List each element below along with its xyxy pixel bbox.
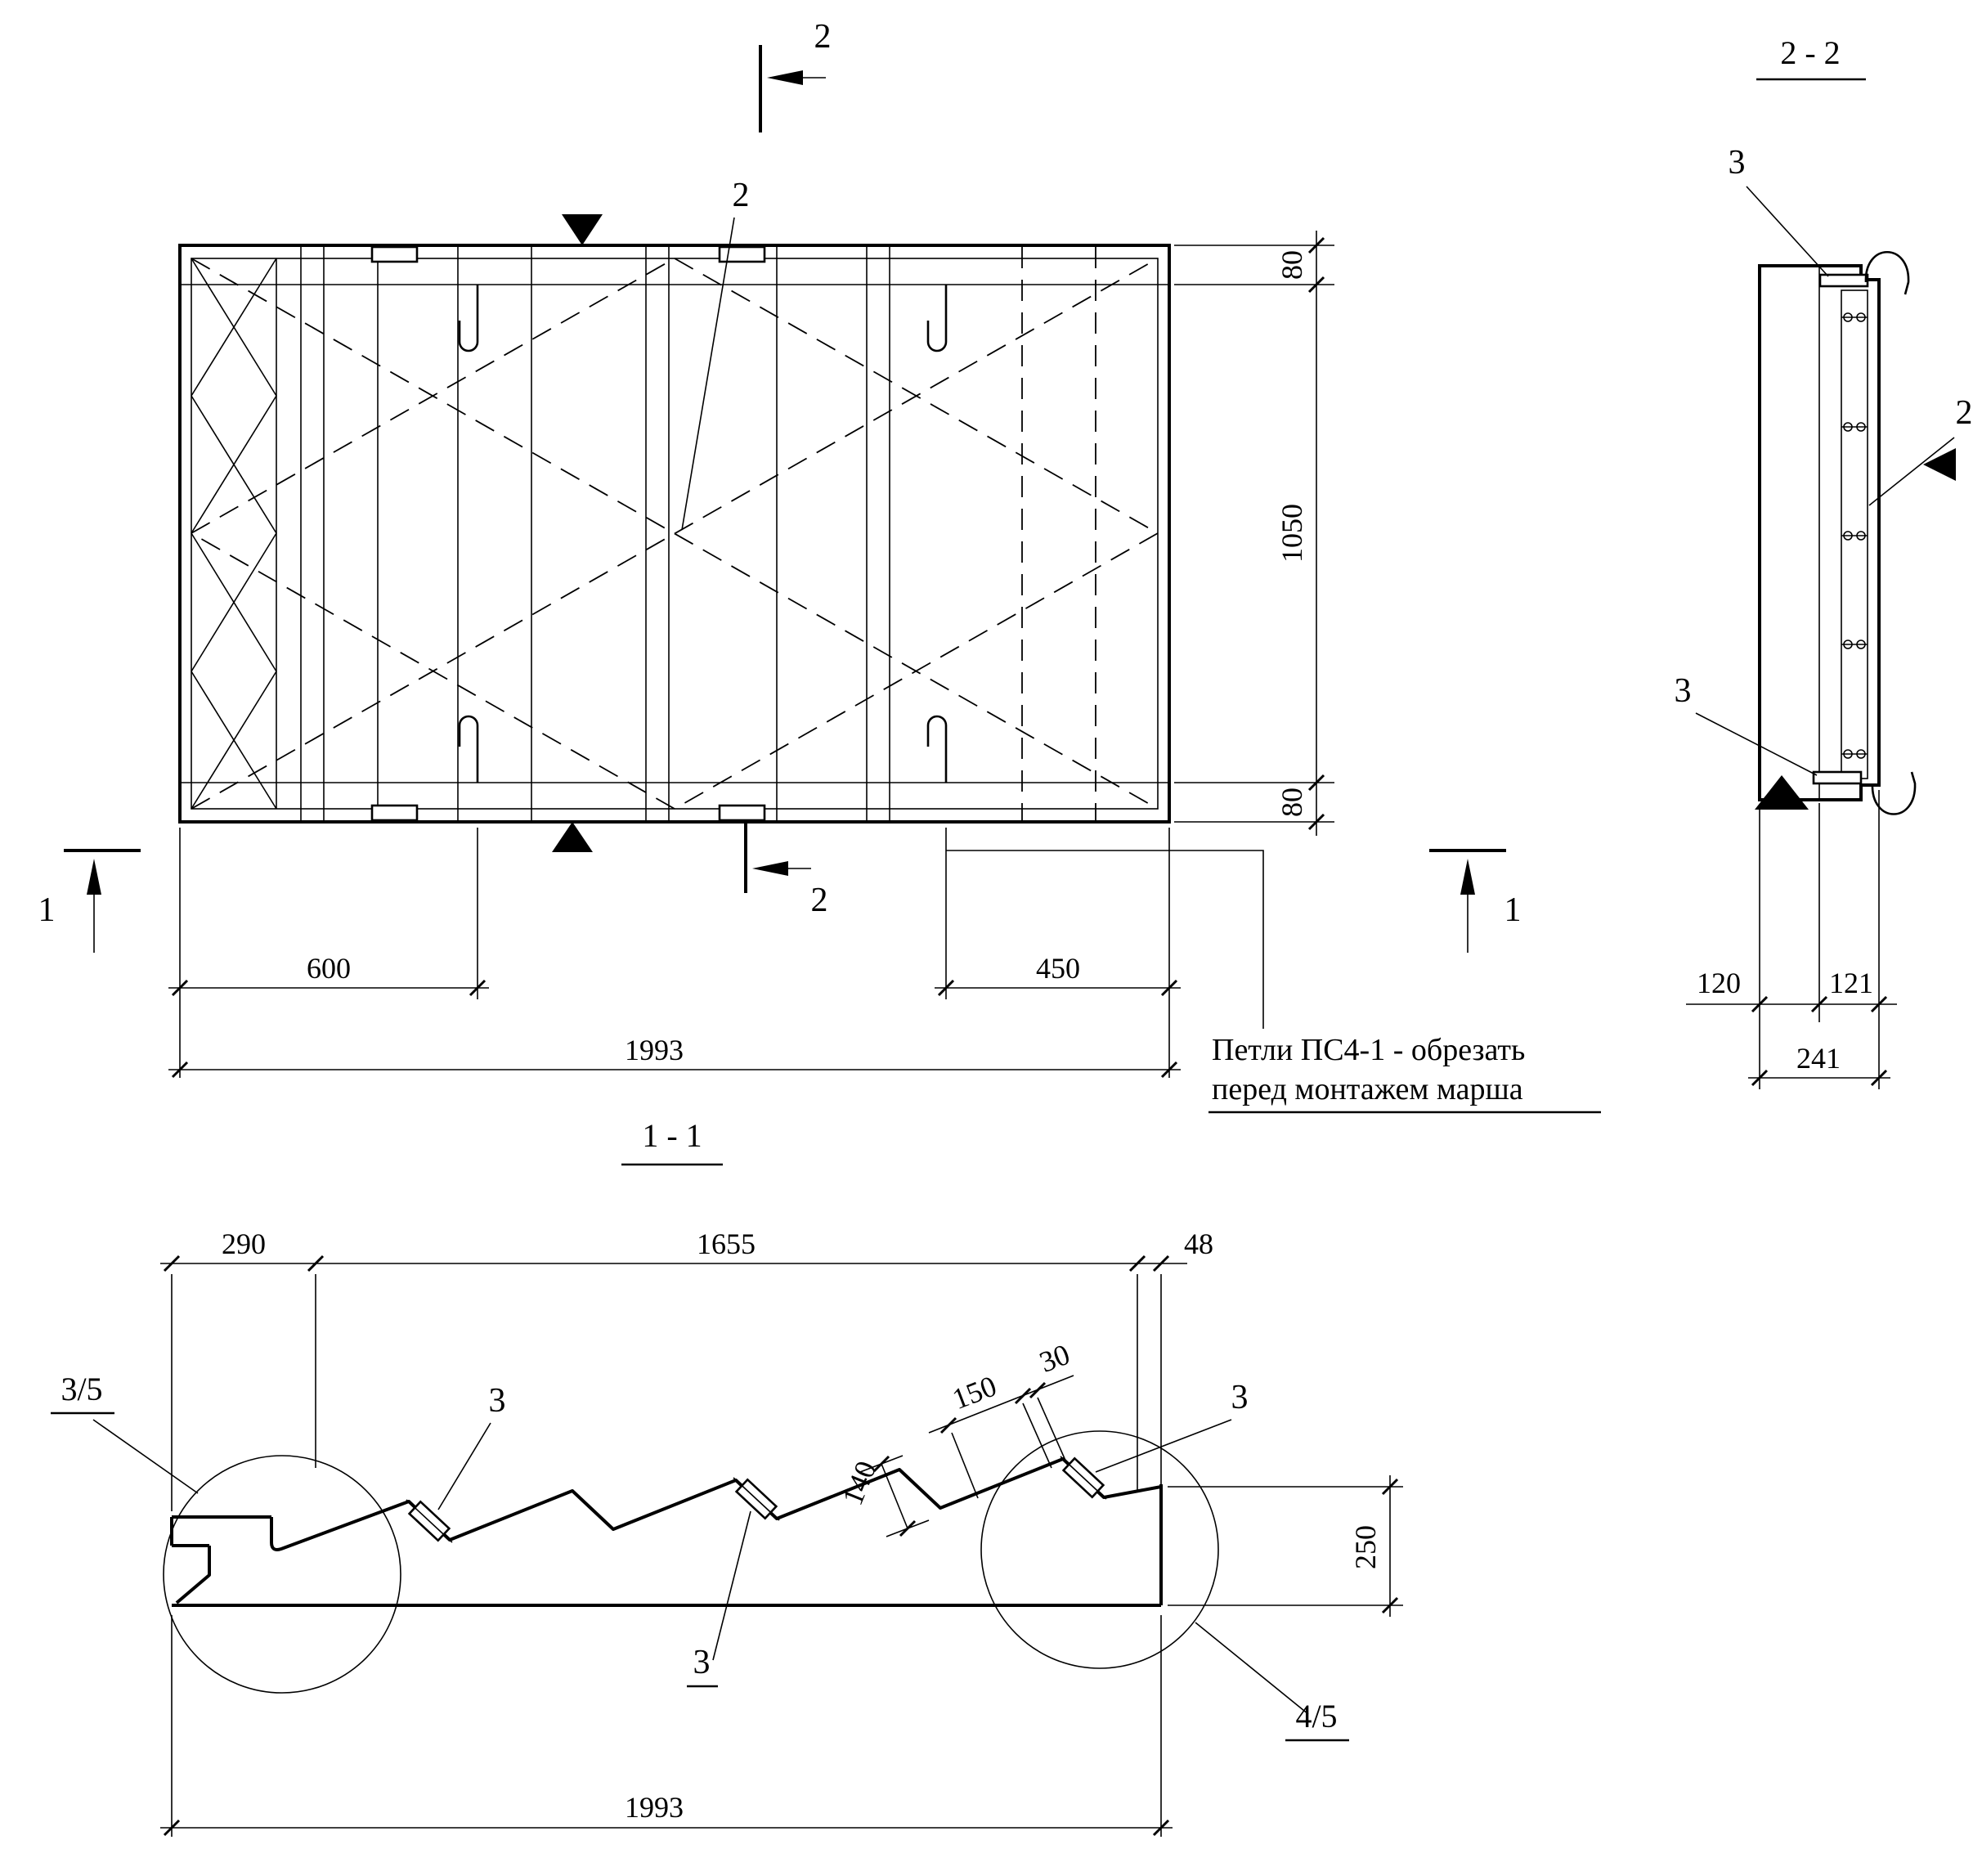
cut-1-left-label: 1 [38, 891, 56, 929]
plan-embedded-plates [370, 245, 766, 822]
dim-48-text: 48 [1184, 1227, 1213, 1260]
dim-chain-right: 80 1050 80 [1174, 231, 1334, 836]
loop-top [1864, 251, 1910, 295]
plan-montage-triangles [552, 214, 603, 852]
dim-600-text: 600 [307, 952, 351, 985]
plan-lifting-loops [458, 285, 948, 783]
detail-right-text: 4/5 [1295, 1698, 1337, 1735]
dim-1993-section-text: 1993 [625, 1791, 684, 1824]
lifting-loop-bottom-left [458, 715, 479, 783]
anchor-label-2: 3 [693, 1644, 711, 1681]
dim-1993-section: 1993 [160, 1615, 1173, 1837]
anchor-labels: 3 3 3 [437, 1379, 1249, 1688]
dim-120-text: 120 [1697, 967, 1741, 999]
cut-1-right-label: 1 [1504, 891, 1522, 929]
lifting-loop-bottom-right [926, 715, 948, 783]
dim-1993-plan-text: 1993 [625, 1034, 684, 1066]
section-cut-2-bottom: 2 [744, 822, 828, 919]
dim-80-top-text: 80 [1276, 250, 1308, 280]
dim-150-30: 150 30 [928, 1338, 1074, 1499]
detail-circle-left [163, 1455, 401, 1694]
dim-1993-plan: 1993 [168, 1034, 1181, 1079]
anchor-plates [406, 1456, 1107, 1543]
section-2-2-dims: 120 121 241 [1686, 790, 1897, 1089]
section-2-2-label-bottom: 3 [1675, 672, 1692, 710]
detail-label-left: 3/5 [51, 1371, 199, 1494]
montage-triangle-2-2-right [1923, 448, 1956, 481]
plan-step-lines [300, 247, 1096, 820]
dim-450-text: 450 [1036, 952, 1080, 985]
dim-140: 140 [836, 1455, 930, 1537]
montage-triangle-2-2-bottom [1755, 775, 1809, 810]
section-2-2-title-text: 2 - 2 [1780, 34, 1840, 71]
section-cut-1-left: 1 [38, 849, 141, 953]
dim-140-text: 140 [836, 1456, 882, 1510]
plan-leader-2-label: 2 [733, 177, 750, 214]
section-1-1-title: 1 - 1 [621, 1117, 723, 1166]
detail-label-right: 4/5 [1195, 1622, 1349, 1742]
dim-241-text: 241 [1796, 1042, 1841, 1075]
anchor-label-1: 3 [489, 1382, 506, 1420]
detail-left-text: 3/5 [61, 1371, 102, 1407]
anchor-label-3: 3 [1231, 1379, 1249, 1416]
section-2-2-leaders: 3 2 3 [1675, 144, 1973, 776]
section-2-2-label-middle: 2 [1956, 394, 1973, 432]
section-2-2-rebar-cage [1841, 289, 1868, 779]
lifting-loop-top-left [458, 285, 479, 352]
montage-triangle-bottom [552, 822, 593, 852]
cut-2-top-label: 2 [814, 18, 832, 56]
section-2-2: 2 - 2 3 [1675, 34, 1973, 1089]
detail-circle-right [980, 1430, 1219, 1669]
note-line-1: Петли ПС4-1 - обрезать [1212, 1033, 1525, 1067]
section-cut-1-right: 1 [1429, 849, 1522, 953]
section-2-2-label-top: 3 [1729, 144, 1746, 182]
dim-600: 600 [168, 828, 489, 1078]
plan-truss-pattern [191, 258, 277, 810]
dim-121-text: 121 [1829, 967, 1873, 999]
section-1-1: 1 - 1 290 1655 48 [51, 1117, 1403, 1837]
note-line-2: перед монтажем марша [1212, 1072, 1523, 1106]
stair-profile [170, 1457, 1163, 1607]
montage-triangle-top [562, 214, 603, 245]
dim-1050-text: 1050 [1276, 504, 1308, 563]
dim-150-text: 150 [948, 1369, 1001, 1416]
note-block: Петли ПС4-1 - обрезать перед монтажем ма… [946, 850, 1601, 1114]
section-2-2-title: 2 - 2 [1756, 34, 1866, 81]
cut-2-bottom-label: 2 [811, 882, 828, 919]
plan-view: 2 2 1 1 2 [38, 18, 1522, 1079]
dim-1655-text: 1655 [697, 1227, 756, 1260]
dim-80-bottom-text: 80 [1276, 788, 1308, 817]
dim-450: 450 [935, 828, 1181, 1078]
dim-250-text: 250 [1349, 1525, 1382, 1569]
section-2-2-loops [1864, 251, 1917, 815]
dim-30-text: 30 [1035, 1338, 1074, 1379]
section-cut-2-top: 2 [759, 18, 832, 132]
dim-290-text: 290 [222, 1227, 266, 1260]
section-1-1-title-text: 1 - 1 [642, 1117, 702, 1154]
plan-leader-2: 2 [681, 177, 750, 531]
dim-chain-top-1-1: 290 1655 48 [160, 1227, 1213, 1511]
plan-diagonal-marks [191, 258, 1159, 810]
section-2-2-plates [1812, 273, 1869, 785]
dim-250: 250 [1168, 1475, 1403, 1617]
loop-bottom [1871, 771, 1917, 815]
lifting-loop-top-right [926, 285, 948, 352]
